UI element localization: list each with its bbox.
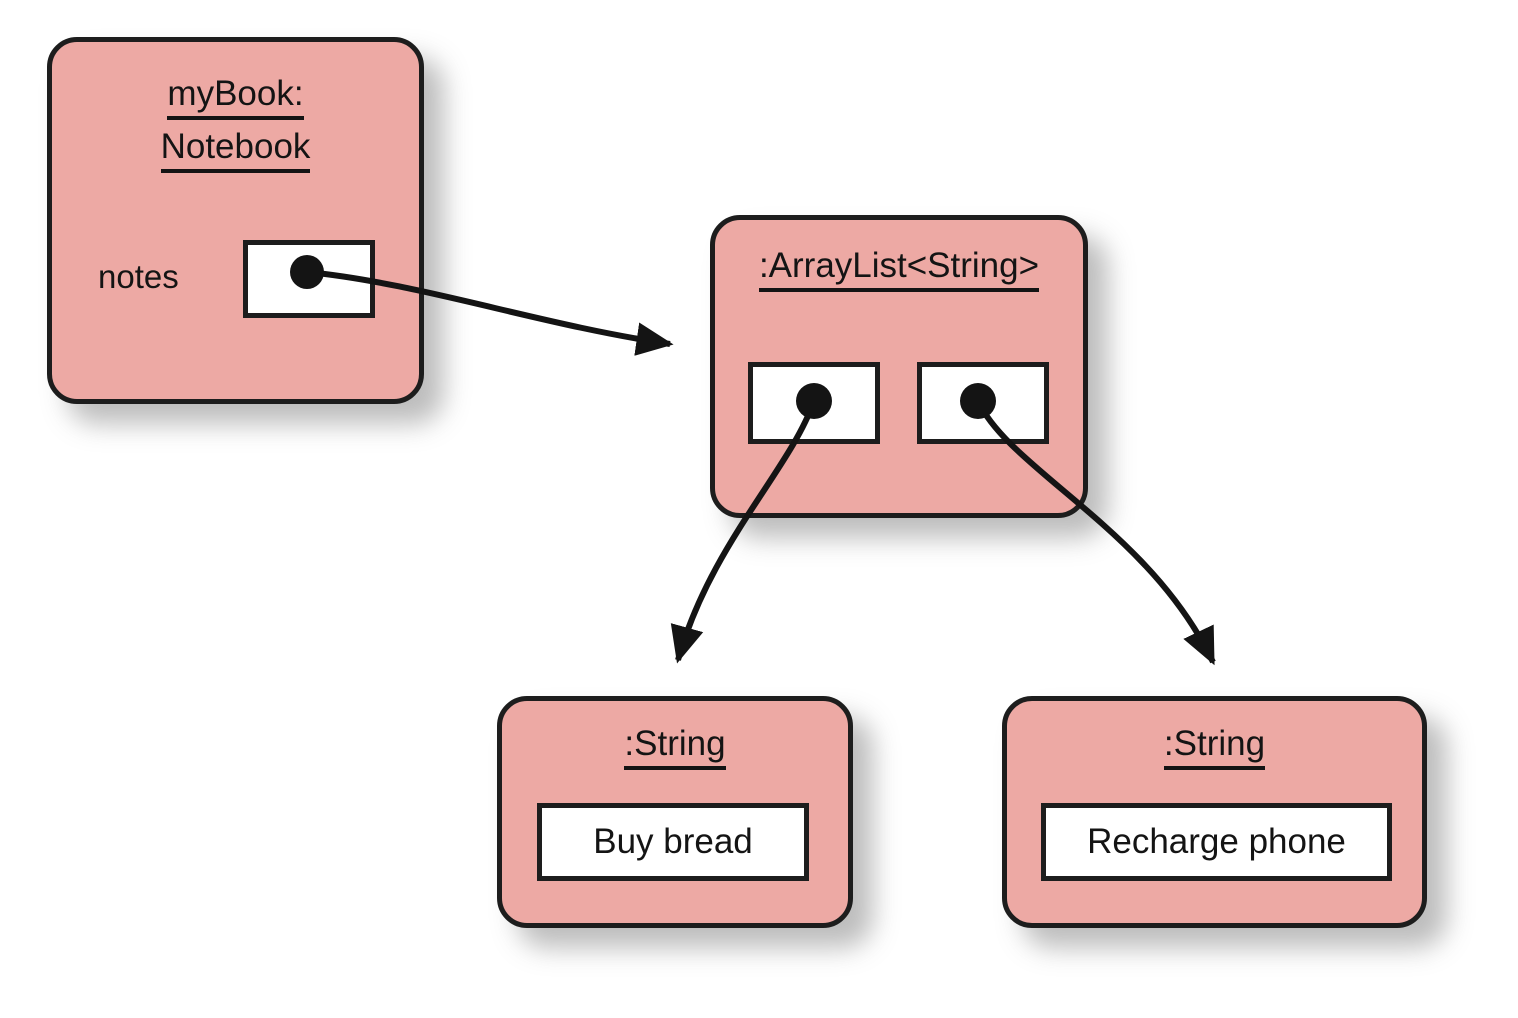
string-right-value-cell[interactable]: Recharge phone	[1041, 803, 1392, 881]
notebook-notes-reference-cell[interactable]	[243, 240, 375, 318]
object-box-string-left[interactable]: :String Buy bread	[497, 696, 853, 928]
string-left-value-cell[interactable]: Buy bread	[537, 803, 809, 881]
object-box-string-right[interactable]: :String Recharge phone	[1002, 696, 1427, 928]
string-right-title-text: :String	[1163, 724, 1266, 771]
string-left-title: :String	[502, 724, 848, 771]
string-left-value-text: Buy bread	[593, 822, 753, 861]
notebook-title: myBook: Notebook	[52, 74, 419, 180]
notebook-title-line1: myBook:	[167, 74, 304, 121]
arraylist-element-cell-1[interactable]	[917, 362, 1049, 444]
arraylist-title-text: :ArrayList<String>	[758, 246, 1040, 293]
notebook-title-line2: Notebook	[160, 127, 311, 174]
arraylist-title: :ArrayList<String>	[715, 246, 1083, 293]
object-box-arraylist[interactable]: :ArrayList<String>	[710, 215, 1088, 518]
notebook-field-label-notes: notes	[98, 258, 179, 295]
object-box-notebook[interactable]: myBook: Notebook notes	[47, 37, 424, 404]
string-left-title-text: :String	[624, 724, 726, 771]
string-right-title: :String	[1007, 724, 1422, 771]
arraylist-element-cell-0[interactable]	[748, 362, 880, 444]
string-right-value-text: Recharge phone	[1087, 822, 1346, 861]
